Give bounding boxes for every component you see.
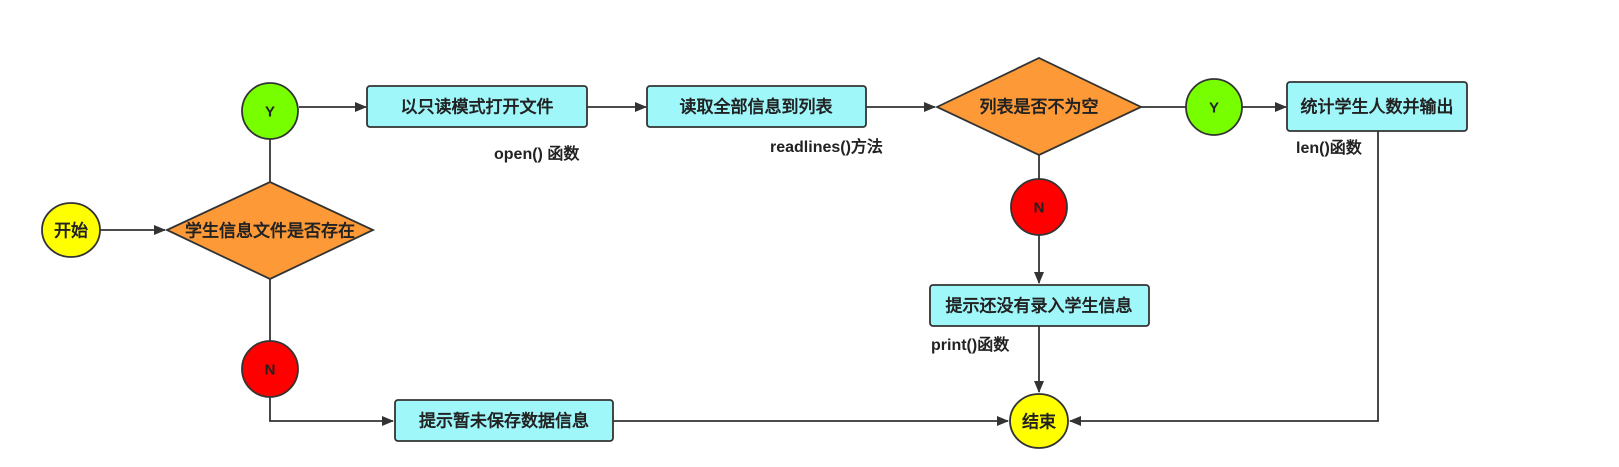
no-node-2-shape [1010, 178, 1068, 236]
process-read-to-list: 读取全部信息到列表 [646, 85, 867, 128]
note-len-func: len()函数 [1296, 138, 1363, 157]
process-count-output-label: 统计学生人数并输出 [1301, 97, 1454, 117]
process-open-file: 以只读模式打开文件 [366, 85, 588, 128]
no-node-1: N [241, 340, 299, 398]
yes-node-1-label: Y [265, 104, 275, 121]
no-node-1-label: N [265, 362, 276, 379]
start-label: 开始 [54, 221, 88, 241]
note-print-func: print()函数 [931, 335, 1010, 354]
process-read-to-list-label: 读取全部信息到列表 [680, 97, 834, 117]
process-read-to-list-shape [646, 85, 867, 128]
yes-node-1-shape [241, 82, 299, 140]
no-node-2-label: N [1034, 200, 1045, 217]
yes-node-1: Y [241, 82, 299, 140]
edge-no-to-prompt-unsaved [269, 395, 394, 426]
edges [100, 102, 1379, 426]
process-open-file-label: 以只读模式打开文件 [401, 97, 554, 117]
yes-node-2-shape [1185, 78, 1243, 136]
decision-list-not-empty: 列表是否不为空 [934, 57, 1144, 156]
process-prompt-no-students-label: 提示还没有录入学生信息 [946, 296, 1133, 316]
process-prompt-no-students-shape [929, 284, 1150, 327]
end-shape [1009, 393, 1069, 449]
no-node-2: N [1010, 178, 1068, 236]
start-shape [41, 202, 101, 258]
yes-node-2-label: Y [1209, 100, 1219, 117]
decision-file-exists: 学生信息文件是否存在 [164, 181, 376, 280]
process-count-output-shape [1286, 81, 1468, 132]
decision-list-not-empty-shape [934, 57, 1144, 156]
edge-count-to-end [1069, 131, 1379, 426]
note-readlines-method: readlines()方法 [770, 137, 883, 156]
end-label: 结束 [1022, 412, 1056, 432]
process-prompt-not-saved-label: 提示暂未保存数据信息 [419, 411, 589, 431]
process-prompt-not-saved-shape [394, 399, 614, 442]
process-count-output: 统计学生人数并输出 [1286, 81, 1468, 132]
decision-file-exists-label: 学生信息文件是否存在 [185, 221, 355, 241]
process-prompt-not-saved: 提示暂未保存数据信息 [394, 399, 614, 442]
yes-node-2: Y [1185, 78, 1243, 136]
decision-file-exists-shape [164, 181, 376, 280]
decision-list-not-empty-label: 列表是否不为空 [980, 97, 1099, 117]
start-node: 开始 [41, 202, 101, 258]
process-prompt-no-students: 提示还没有录入学生信息 [929, 284, 1150, 327]
end-node: 结束 [1009, 393, 1069, 449]
process-open-file-shape [366, 85, 588, 128]
no-node-1-shape [241, 340, 299, 398]
note-open-func: open() 函数 [494, 144, 580, 163]
